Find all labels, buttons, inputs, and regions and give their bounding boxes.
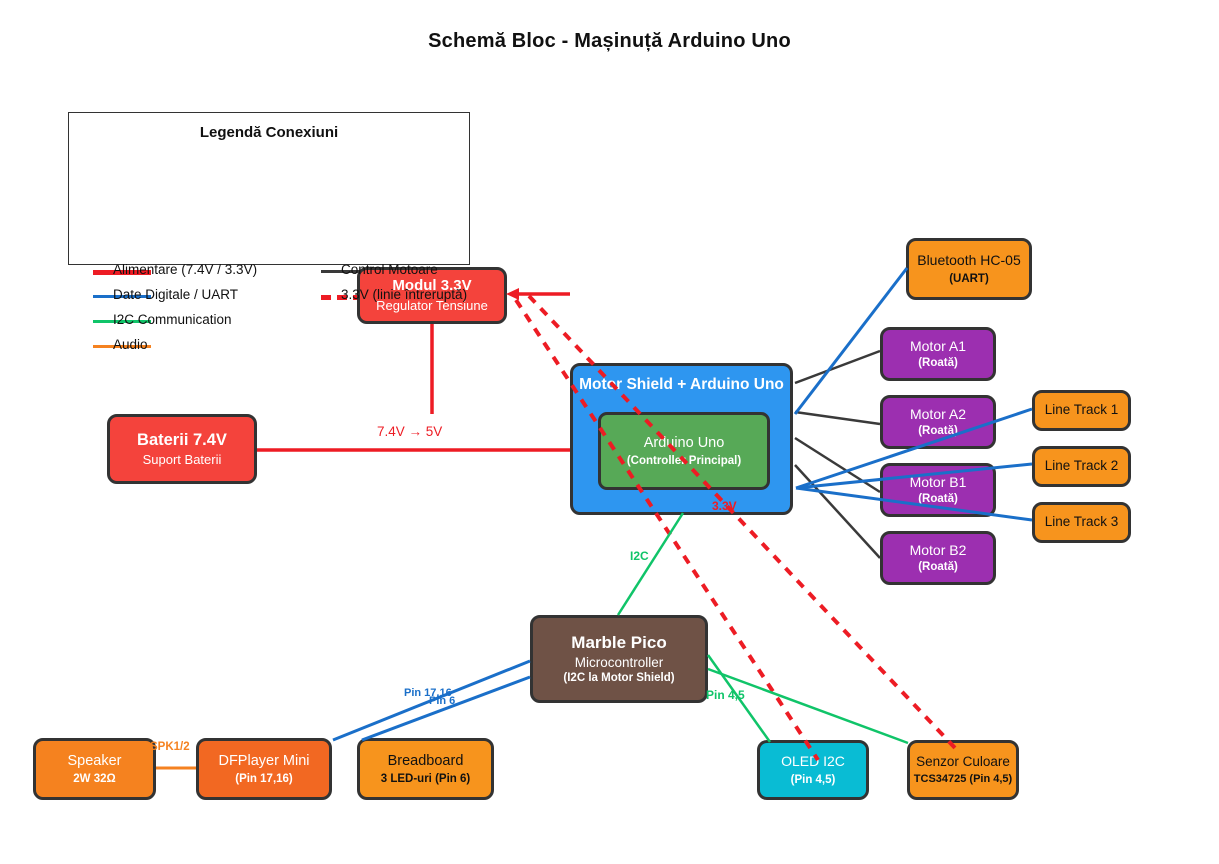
dashed-line-swatch bbox=[321, 295, 379, 300]
label-speaker-audio: SPK1/2 bbox=[150, 741, 190, 753]
block-title: Baterii 7.4V bbox=[137, 430, 227, 449]
block-dfplayer-mini: DFPlayer Mini (Pin 17,16) bbox=[196, 738, 332, 800]
wire-i2c-shield-to-marble bbox=[616, 512, 685, 616]
block-breadboard: Breadboard 3 LED-uri (Pin 6) bbox=[357, 738, 494, 800]
block-motor-b2: Motor B2 (Roată) bbox=[880, 531, 996, 585]
block-marble-pico: Marble Pico Microcontroller (I2C la Moto… bbox=[530, 615, 708, 703]
block-title: Motor A2 bbox=[909, 406, 967, 423]
block-baterii: Baterii 7.4V Suport Baterii bbox=[107, 414, 257, 484]
block-title: Speaker bbox=[67, 752, 122, 769]
block-title: Marble Pico bbox=[571, 633, 667, 653]
wire-i2c-senzor bbox=[707, 667, 909, 745]
block-title: Line Track 1 bbox=[1044, 402, 1119, 418]
block-note: (I2C la Motor Shield) bbox=[563, 672, 675, 685]
legend-label: Control Motoare bbox=[341, 262, 438, 277]
legend-label: 3.3V (linie întreruptă) bbox=[341, 287, 468, 302]
block-title: Motor B2 bbox=[909, 542, 967, 559]
block-title: Line Track 2 bbox=[1044, 458, 1119, 474]
block-subtitle: (Pin 4,5) bbox=[790, 773, 836, 786]
block-subtitle: (Pin 17,16) bbox=[235, 772, 293, 785]
block-title: Arduino Uno bbox=[643, 434, 725, 451]
block-motor-shield: Motor Shield + Arduino Uno Arduino Uno (… bbox=[570, 363, 793, 515]
block-subtitle: 3 LED-uri (Pin 6) bbox=[380, 772, 471, 785]
block-oled-i2c: OLED I2C (Pin 4,5) bbox=[757, 740, 869, 800]
block-title: DFPlayer Mini bbox=[218, 752, 310, 769]
block-title: Senzor Culoare bbox=[916, 753, 1010, 769]
block-motor-a1: Motor A1 (Roată) bbox=[880, 327, 996, 381]
arrowhead-33v bbox=[506, 288, 519, 300]
block-senzor-culoare: Senzor Culoare TCS34725 (Pin 4,5) bbox=[907, 740, 1019, 800]
block-subtitle: (Roată) bbox=[918, 356, 958, 369]
label-breadboard-pin: Pin 6 bbox=[429, 695, 456, 707]
block-title: Line Track 3 bbox=[1044, 514, 1119, 530]
page-title: Schemă Bloc - Mașinuță Arduino Uno bbox=[428, 30, 791, 52]
block-subtitle: TCS34725 (Pin 4,5) bbox=[913, 772, 1013, 785]
legend-label: I2C Communication bbox=[113, 312, 232, 327]
block-motor-a2: Motor A2 (Roată) bbox=[880, 395, 996, 449]
block-title: Motor Shield + Arduino Uno bbox=[579, 376, 784, 393]
label-i2c-pins: Pin 4,5 bbox=[706, 688, 745, 702]
block-subtitle: Regulator Tensiune bbox=[376, 297, 488, 313]
block-title: Modul 3.3V bbox=[392, 277, 472, 294]
legend-title: Legendă Conexiuni bbox=[199, 124, 339, 141]
block-modul-3v3: Modul 3.3V Regulator Tensiune bbox=[357, 267, 507, 324]
block-title: Motor B1 bbox=[909, 474, 967, 491]
legend-box: Legendă Conexiuni Alimentare (7.4V / 3.3… bbox=[68, 112, 470, 352]
wire-motor-b2 bbox=[794, 464, 881, 559]
block-subtitle: (UART) bbox=[949, 272, 989, 285]
block-line-track-1: Line Track 1 bbox=[1032, 390, 1131, 431]
legend-item-data: Date Digitale / UART bbox=[93, 286, 238, 306]
audio-line-swatch bbox=[93, 345, 151, 348]
label-i2c: I2C bbox=[630, 549, 649, 563]
label-battery-voltage: 7.4V → 5V bbox=[377, 424, 443, 439]
label-33v: 3.3V bbox=[712, 499, 737, 513]
block-subtitle: (Controller Principal) bbox=[626, 454, 742, 467]
block-line-track-2: Line Track 2 bbox=[1032, 446, 1131, 487]
block-subtitle: Suport Baterii bbox=[142, 452, 222, 468]
block-subtitle: (Roată) bbox=[918, 492, 958, 505]
block-title: Motor A1 bbox=[909, 338, 967, 355]
legend-item-power: Alimentare (7.4V / 3.3V) bbox=[93, 261, 257, 281]
wire-motor-a2 bbox=[794, 410, 881, 426]
legend-label: Date Digitale / UART bbox=[113, 287, 239, 302]
power-line-swatch bbox=[93, 270, 151, 275]
legend-item-motor-control: Control Motoare bbox=[321, 261, 438, 281]
block-arduino-uno: Arduino Uno (Controller Principal) bbox=[598, 412, 770, 490]
wire-motor-a1 bbox=[794, 349, 881, 385]
block-line-track-3: Line Track 3 bbox=[1032, 502, 1131, 543]
block-subtitle: (Roată) bbox=[918, 560, 958, 573]
legend-label: Alimentare (7.4V / 3.3V) bbox=[113, 262, 258, 277]
i2c-line-swatch bbox=[93, 320, 151, 323]
legend-label: Audio bbox=[113, 337, 148, 352]
legend-item-audio: Audio bbox=[93, 336, 151, 356]
block-subtitle: 2W 32Ω bbox=[73, 772, 116, 785]
block-title: Breadboard bbox=[387, 752, 464, 769]
block-bluetooth-hc05: Bluetooth HC-05 (UART) bbox=[906, 238, 1032, 300]
block-title: OLED I2C bbox=[781, 753, 845, 770]
legend-item-33v-dashed: 3.3V (linie întreruptă) bbox=[321, 286, 467, 306]
data-line-swatch bbox=[93, 295, 151, 298]
block-motor-b1: Motor B1 (Roată) bbox=[880, 463, 996, 517]
wire-motor-b1 bbox=[794, 436, 881, 494]
legend-item-i2c: I2C Communication bbox=[93, 311, 232, 331]
block-subtitle: Microcontroller bbox=[574, 654, 664, 670]
block-subtitle: (Roată) bbox=[918, 424, 958, 437]
block-speaker: Speaker 2W 32Ω bbox=[33, 738, 156, 800]
motor-line-swatch bbox=[321, 270, 379, 273]
block-title: Bluetooth HC-05 bbox=[917, 252, 1021, 269]
